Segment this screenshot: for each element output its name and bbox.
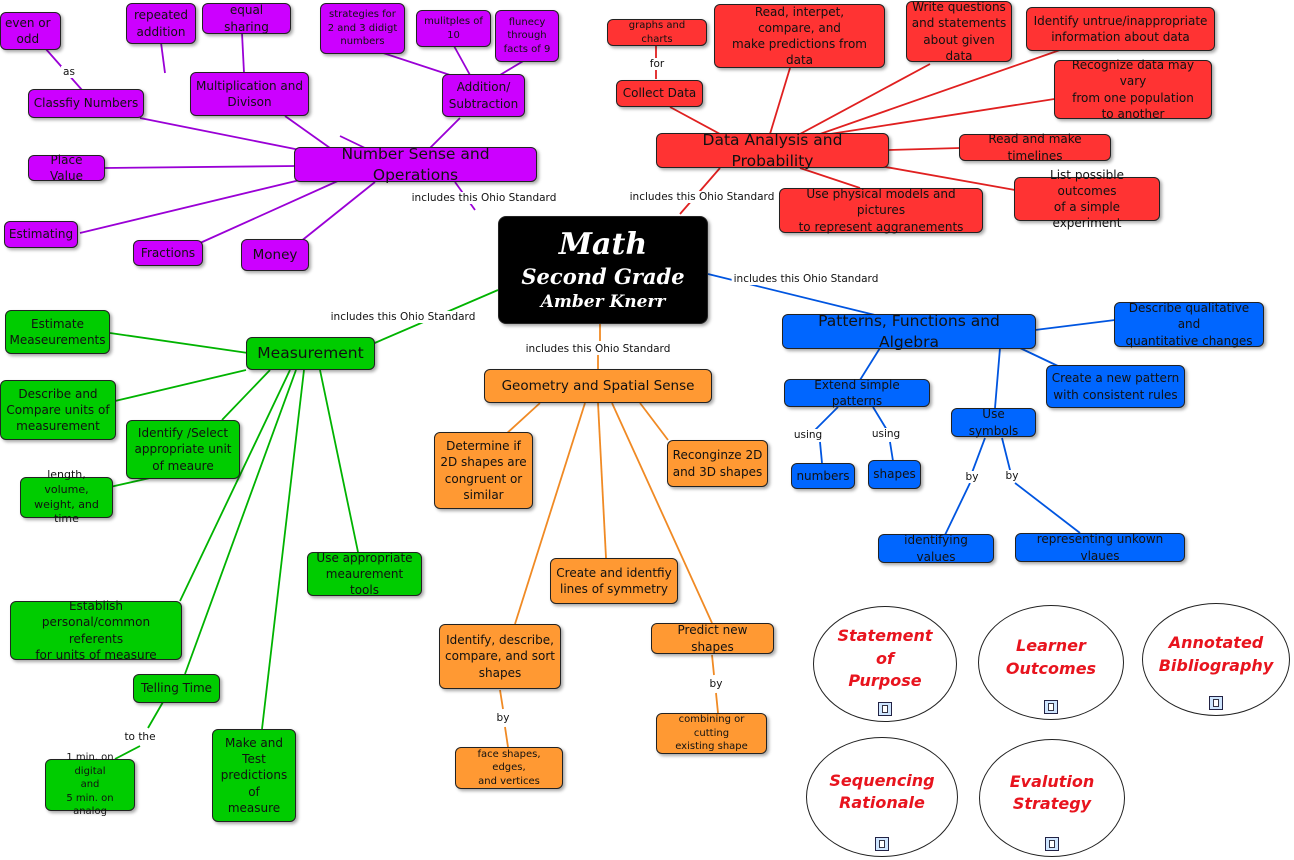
resource-sequencing-rationale[interactable]: Sequencing Rationale: [806, 737, 958, 857]
node-use-symbols[interactable]: Use symbols: [951, 407, 1036, 438]
node-mult-div[interactable]: Multiplication and Divison: [190, 72, 309, 116]
link-label-by-faces: by: [494, 712, 512, 724]
node-identify-untrue[interactable]: Identify untrue/inappropriate informatio…: [1026, 7, 1215, 51]
node-digital-analog[interactable]: 1 min. on digital and 5 min. on analog: [45, 752, 135, 817]
node-even-odd[interactable]: even or odd: [0, 12, 61, 50]
node-geometry[interactable]: Geometry and Spatial Sense: [484, 369, 712, 403]
document-icon[interactable]: [1044, 700, 1058, 714]
node-recognize-shapes[interactable]: Reconginze 2D and 3D shapes: [667, 440, 768, 487]
link-label-using-numbers: using: [791, 429, 825, 441]
node-repeated-addition[interactable]: repeated addition: [126, 3, 196, 44]
resource-evaluation-label: Evalution Strategy: [1009, 771, 1095, 813]
node-numbers[interactable]: numbers: [791, 463, 855, 489]
node-identify-select[interactable]: Identify /Select appropriate unit of mea…: [126, 420, 240, 479]
node-symmetry[interactable]: Create and identfiy lines of symmetry: [550, 558, 678, 604]
resource-statement-of-purpose[interactable]: Statement of Purpose: [813, 606, 957, 722]
center-topic[interactable]: Math Second Grade Amber Knerr: [498, 216, 708, 324]
node-collect-data[interactable]: Collect Data: [616, 80, 703, 107]
node-describe-changes[interactable]: Describe qualitative and quantitative ch…: [1114, 301, 1264, 348]
link-label-patterns: includes this Ohio Standard: [731, 273, 881, 285]
node-tools[interactable]: Use appropriate meaurement tools: [307, 551, 422, 597]
node-shapes[interactable]: shapes: [868, 460, 921, 489]
resource-sequencing-label: Sequencing Rationale: [829, 770, 935, 812]
node-outcomes[interactable]: List possible outcomes of a simple exper…: [1014, 168, 1160, 230]
node-combining[interactable]: combining or cutting existing shape: [656, 713, 767, 754]
node-patterns[interactable]: Patterns, Functions and Algebra: [782, 312, 1036, 351]
node-money[interactable]: Money: [241, 239, 309, 271]
document-icon[interactable]: [1045, 837, 1059, 851]
node-graphs-charts[interactable]: graphs and charts: [607, 19, 707, 46]
link-label-using-shapes: using: [869, 428, 903, 440]
resource-learner-outcomes[interactable]: Learner Outcomes: [978, 605, 1124, 720]
node-extend-patterns[interactable]: Extend simple patterns: [784, 378, 930, 408]
node-length-volume[interactable]: length, volume, weight, and time: [20, 468, 113, 525]
node-estimating[interactable]: Estimating: [4, 221, 78, 248]
node-predict-shapes[interactable]: Predict new shapes: [651, 623, 774, 654]
node-estimate-measurements[interactable]: Estimate Measeurements: [5, 310, 110, 354]
node-place-value[interactable]: Place Value: [28, 153, 105, 183]
node-multiples[interactable]: mulitples of 10: [416, 10, 491, 47]
node-write-questions[interactable]: Write questions and statements about giv…: [906, 0, 1012, 63]
resource-bibliography-label: Annotated Bibliography: [1158, 633, 1274, 675]
node-create-pattern[interactable]: Create a new pattern with consistent rul…: [1046, 365, 1185, 408]
node-measurement[interactable]: Measurement: [246, 337, 375, 370]
node-make-test[interactable]: Make and Test predictions of measure: [212, 729, 296, 822]
node-timelines[interactable]: Read and make timelines: [959, 132, 1111, 163]
resource-annotated-bibliography[interactable]: Annotated Bibliography: [1142, 603, 1290, 716]
link-label-by-combining: by: [707, 678, 725, 690]
node-congruent[interactable]: Determine if 2D shapes are congruent or …: [434, 432, 533, 509]
node-read-interpret[interactable]: Read, interpet, compare, and make predic…: [714, 4, 885, 68]
node-strategies[interactable]: strategies for 2 and 3 didigt numbers: [320, 3, 405, 54]
link-label-as: as: [61, 66, 77, 78]
center-title: Math: [558, 226, 648, 262]
node-telling-time[interactable]: Telling Time: [133, 674, 220, 703]
center-subtitle: Second Grade: [521, 263, 685, 289]
node-fluency[interactable]: flunecy through facts of 9: [495, 10, 559, 62]
node-equal-sharing[interactable]: equal sharing: [202, 3, 291, 34]
node-sort-shapes[interactable]: Identify, describe, compare, and sort sh…: [439, 624, 561, 689]
link-label-by-identifying: by: [963, 471, 981, 483]
center-author: Amber Knerr: [540, 292, 666, 313]
link-label-number-sense: includes this Ohio Standard: [409, 192, 559, 204]
document-icon[interactable]: [875, 837, 889, 851]
node-add-sub[interactable]: Addition/ Subtraction: [442, 74, 525, 117]
resource-evaluation-strategy[interactable]: Evalution Strategy: [979, 739, 1125, 857]
resource-statement-label: Statement of Purpose: [837, 626, 933, 691]
link-label-to-the: to the: [122, 731, 158, 743]
document-icon[interactable]: [1209, 696, 1223, 710]
node-referents[interactable]: Establish personal/common referents for …: [10, 599, 182, 662]
node-physical-models[interactable]: Use physical models and pictures to repr…: [779, 187, 983, 234]
link-label-geometry: includes this Ohio Standard: [523, 343, 673, 355]
node-number-sense[interactable]: Number Sense and Operations: [294, 145, 537, 184]
node-classify-numbers[interactable]: Classfiy Numbers: [28, 89, 144, 118]
document-icon[interactable]: [878, 702, 892, 716]
node-representing[interactable]: representing unkown vlaues: [1015, 532, 1185, 563]
node-recognize-vary[interactable]: Recognize data may vary from one populat…: [1054, 58, 1212, 121]
link-label-for: for: [647, 58, 667, 70]
link-label-measurement: includes this Ohio Standard: [328, 311, 478, 323]
link-label-data-analysis: includes this Ohio Standard: [627, 191, 777, 203]
link-label-by-representing: by: [1003, 470, 1021, 482]
node-fractions[interactable]: Fractions: [133, 240, 203, 266]
node-faces[interactable]: face shapes, edges, and vertices: [455, 747, 563, 789]
node-describe-compare[interactable]: Describe and Compare units of measuremen…: [0, 380, 116, 440]
node-data-analysis[interactable]: Data Analysis and Probability: [656, 131, 889, 170]
node-identifying-values[interactable]: identifying values: [878, 533, 994, 564]
resource-learner-label: Learner Outcomes: [1005, 636, 1097, 678]
